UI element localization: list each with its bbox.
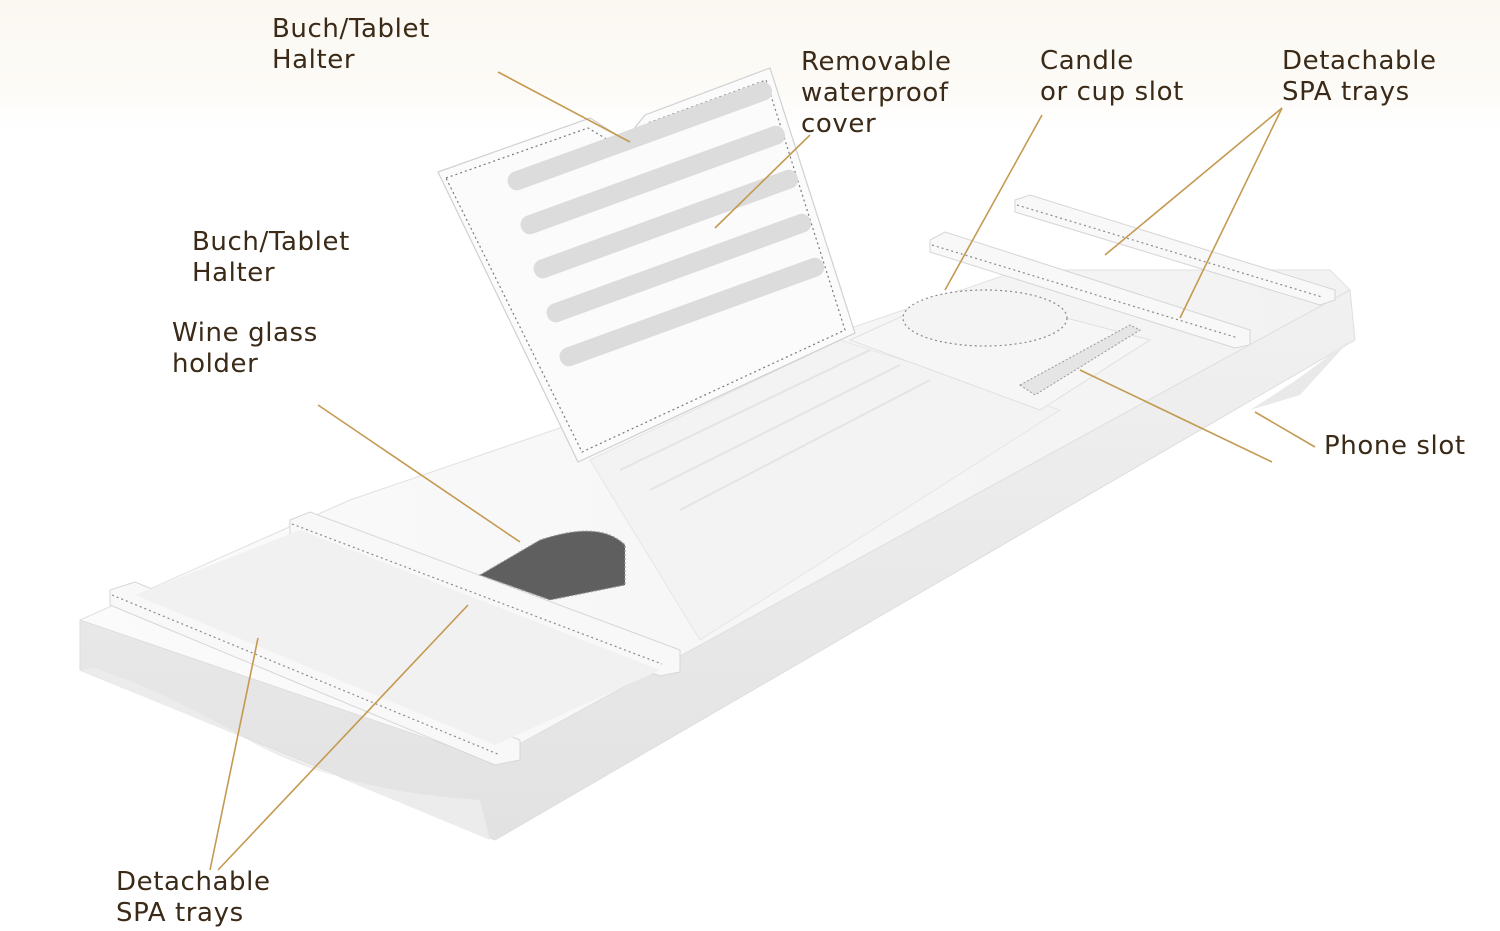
label-candle-slot: Candle or cup slot — [1040, 46, 1184, 108]
label-line: Candle — [1040, 46, 1134, 76]
leader-spa-trays-bottom-b — [217, 604, 469, 871]
phone-slot-shape — [1019, 324, 1142, 396]
label-line: Halter — [272, 45, 356, 75]
leader-waterproof-cover — [714, 134, 811, 229]
tablet-stand — [437, 67, 856, 463]
label-line: cover — [801, 109, 877, 139]
label-wine-glass-holder: Wine glass holder — [172, 318, 318, 380]
leader-spa-trays-right-b — [1179, 107, 1283, 319]
label-line: Buch/Tablet — [192, 227, 350, 257]
label-line: Halter — [192, 258, 276, 288]
leader-candle-slot — [944, 114, 1043, 291]
leader-phone-slot-a — [1079, 369, 1273, 463]
label-line: Phone slot — [1324, 431, 1466, 461]
leader-book-holder-top — [497, 71, 631, 143]
label-spa-trays-bottom: Detachable SPA trays — [116, 867, 271, 929]
label-phone-slot: Phone slot — [1324, 431, 1466, 462]
label-line: SPA trays — [1282, 77, 1410, 107]
candle-plate — [848, 289, 1152, 411]
label-book-holder-top: Buch/Tablet Halter — [272, 14, 430, 76]
leader-lines — [209, 71, 1316, 871]
label-line: holder — [172, 349, 259, 379]
label-waterproof-cover: Removable waterproof cover — [801, 47, 952, 140]
leader-phone-slot-b — [1254, 411, 1316, 448]
leader-spa-trays-bottom-a — [209, 637, 259, 871]
label-book-holder-left: Buch/Tablet Halter — [192, 227, 350, 289]
label-line: Removable — [801, 47, 952, 77]
label-spa-trays-right: Detachable SPA trays — [1282, 46, 1437, 108]
label-line: SPA trays — [116, 898, 244, 928]
label-line: Wine glass — [172, 318, 318, 348]
leader-spa-trays-right-a — [1104, 107, 1283, 256]
label-line: Buch/Tablet — [272, 14, 430, 44]
label-line: or cup slot — [1040, 77, 1184, 107]
wine-glass-cutout — [478, 530, 626, 601]
label-line: Detachable — [116, 867, 271, 897]
label-line: Detachable — [1282, 46, 1437, 76]
leader-wine-glass-holder — [317, 404, 521, 543]
label-line: waterproof — [801, 78, 949, 108]
left-spa-tray — [109, 511, 681, 766]
right-spa-tray — [929, 194, 1336, 349]
